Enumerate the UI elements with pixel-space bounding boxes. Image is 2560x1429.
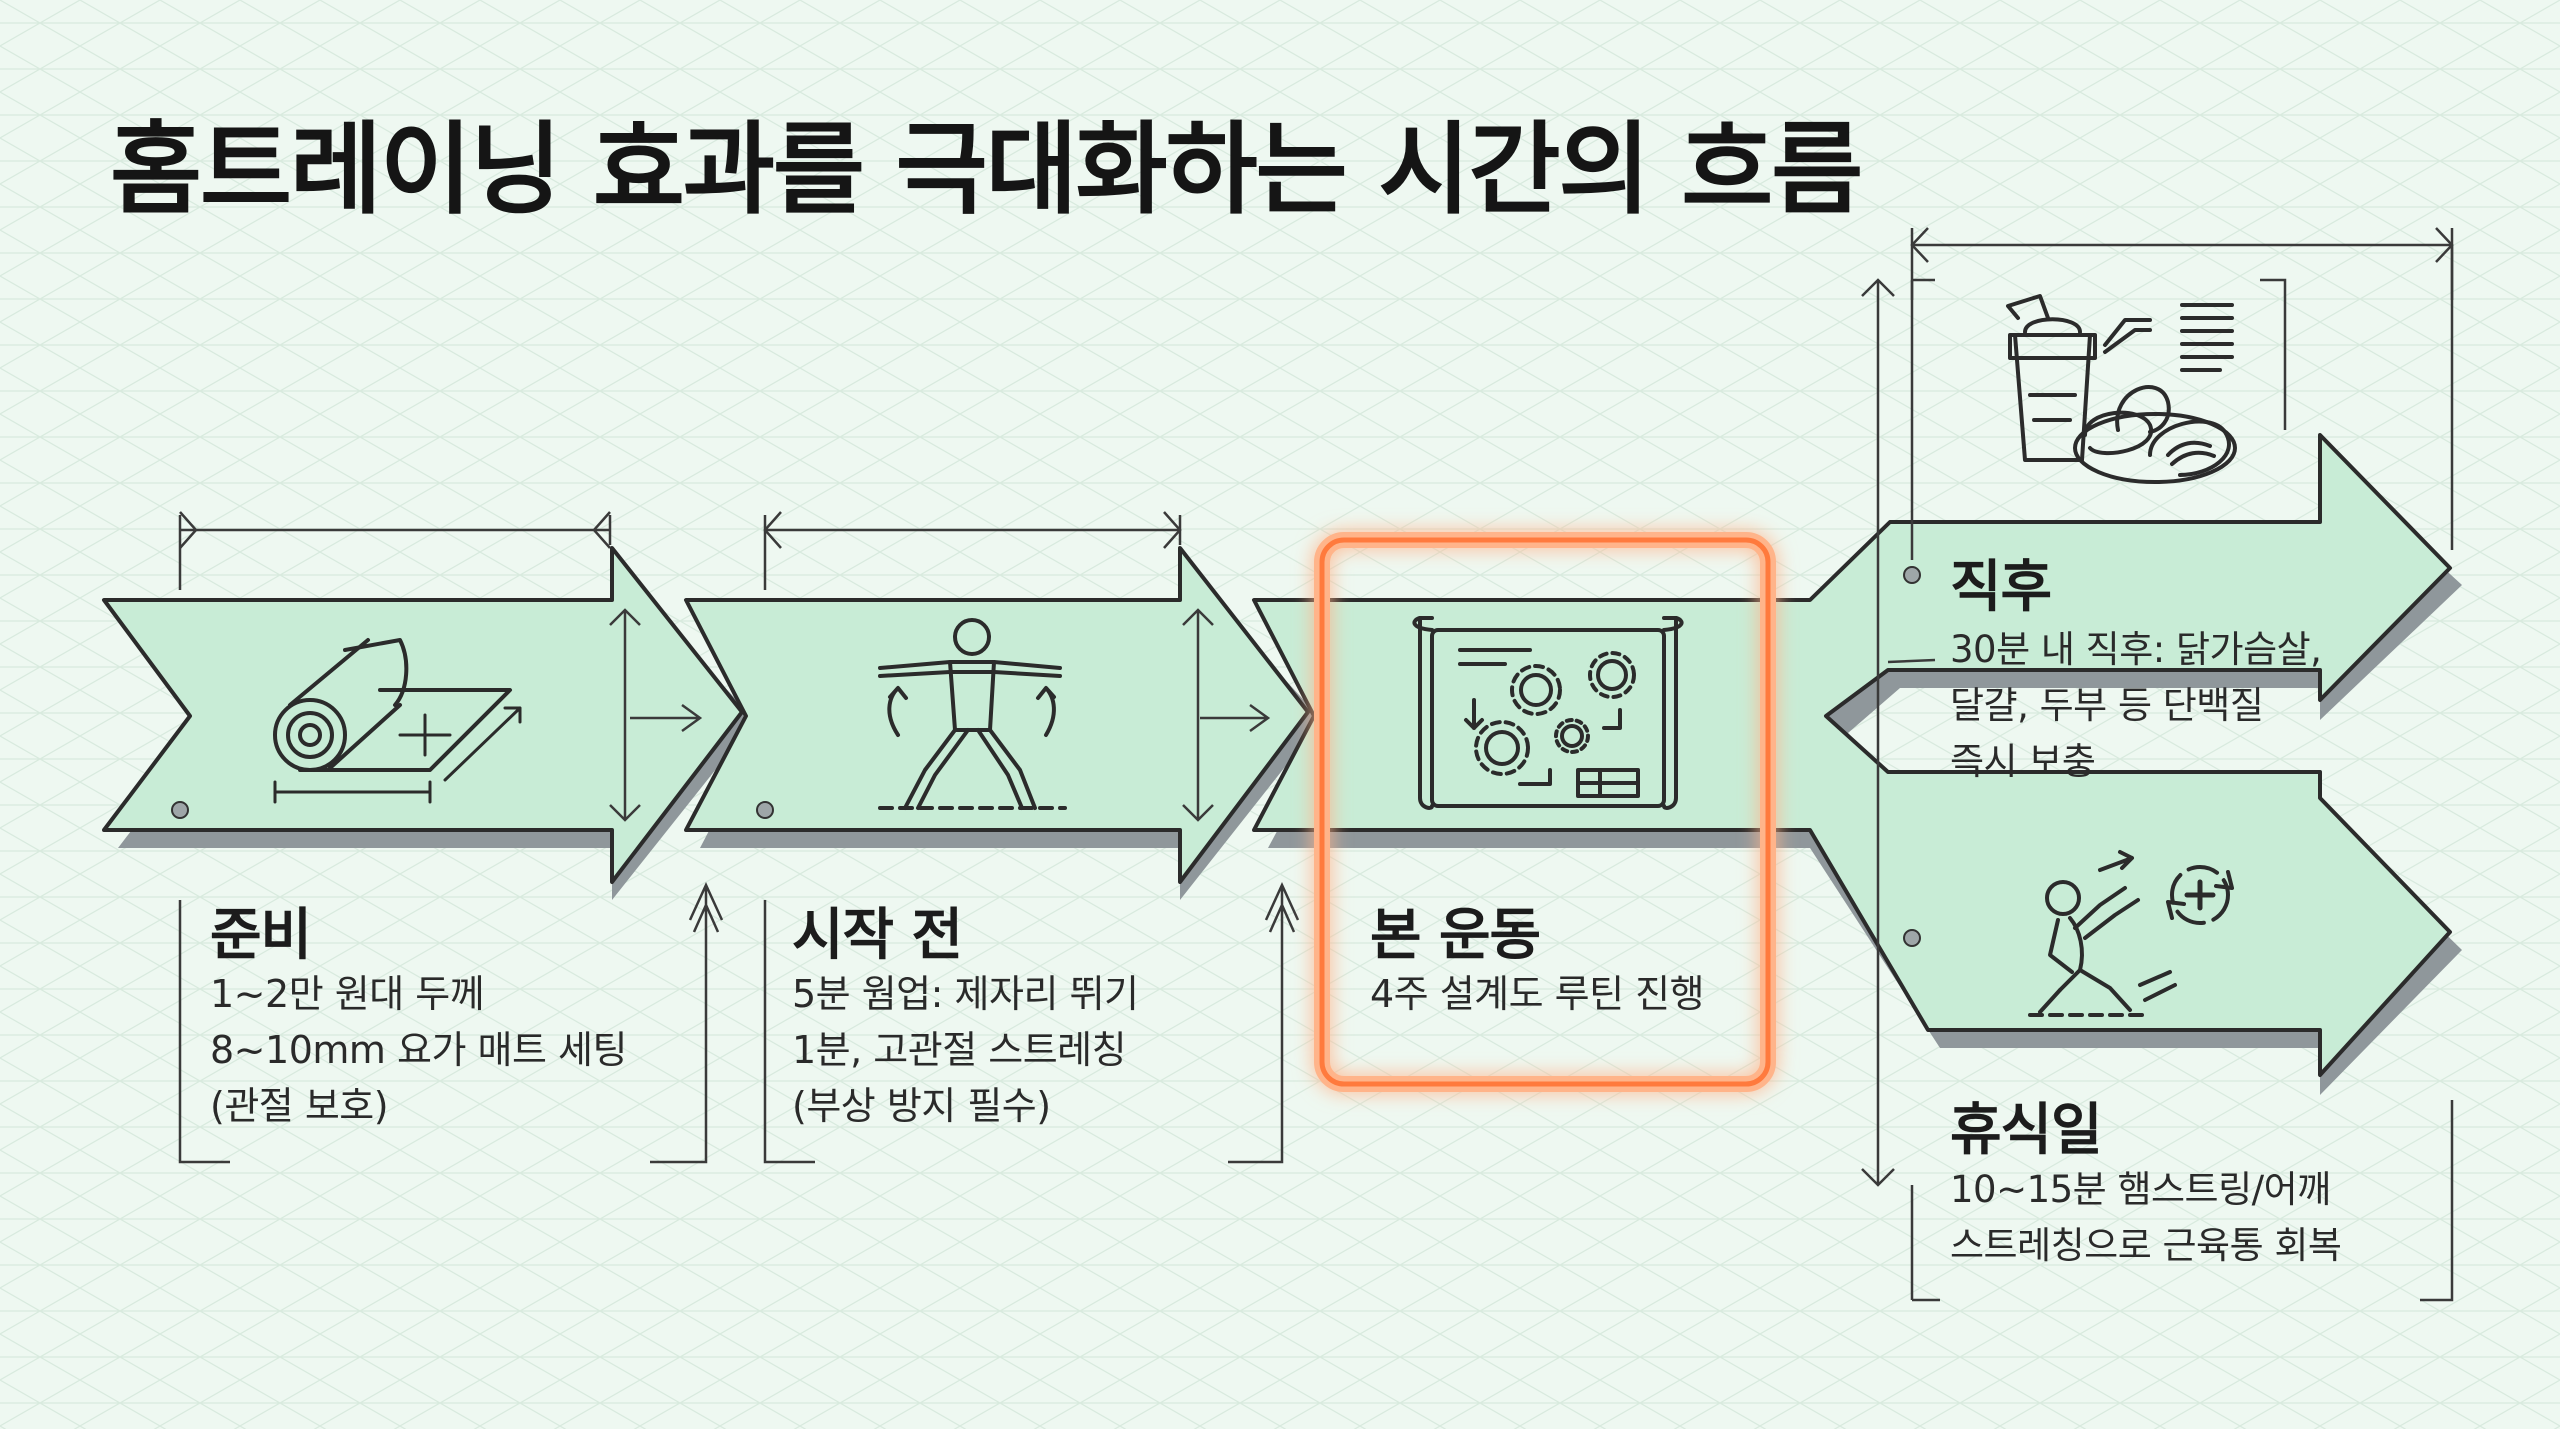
before-description: 5분 웜업: 제자리 뛰기 1분, 고관절 스트레칭 (부상 방지 필수) (792, 966, 1139, 1134)
rivets (171, 566, 1921, 947)
page-title: 홈트레이닝 효과를 극대화하는 시간의 흐름 (110, 111, 1863, 228)
rest-heading: 휴식일 (1950, 1098, 2103, 1163)
arrow-prep (102, 546, 755, 900)
warmup-stretch-figure-icon (878, 618, 1067, 810)
after-description: 30분 내 직후: 닭가슴살, 달걀, 두부 등 단백질 즉시 보충 (1950, 622, 2322, 790)
dimension-lines (178, 227, 2454, 1302)
prep-heading: 준비 (210, 903, 312, 968)
before-heading: 시작 전 (792, 903, 963, 968)
rolled-yoga-mat-icon (273, 638, 522, 804)
prep-line: (관절 보호) (210, 1084, 389, 1128)
rest-description: 10~15분 햄스트링/어깨 스트레칭으로 근육통 회복 (1950, 1162, 2342, 1274)
after-line: 달걀, 두부 등 단백질 (1950, 684, 2264, 727)
rest-line: 10~15분 햄스트링/어깨 (1950, 1168, 2331, 1211)
recovery-stretch-icon (2028, 850, 2234, 1017)
main-line: 4주 설계도 루틴 진행 (1370, 972, 1705, 1016)
main-heading: 본 운동 (1370, 903, 1541, 968)
after-line: 즉시 보충 (1950, 740, 2096, 783)
after-line: 30분 내 직후: 닭가슴살, (1950, 628, 2322, 671)
protein-shake-food-icon (2006, 294, 2237, 484)
prep-line: 8~10mm 요가 매트 세팅 (210, 1028, 627, 1072)
after-heading: 직후 (1950, 555, 2052, 620)
before-line: 1분, 고관절 스트레칭 (792, 1028, 1127, 1072)
rest-line: 스트레칭으로 근육통 회복 (1950, 1224, 2342, 1267)
before-line: (부상 방지 필수) (792, 1084, 1051, 1128)
before-line: 5분 웜업: 제자리 뛰기 (792, 972, 1139, 1016)
prep-description: 1~2만 원대 두께 8~10mm 요가 매트 세팅 (관절 보호) (210, 966, 627, 1134)
arrow-main (1252, 433, 2462, 1095)
main-description: 4주 설계도 루틴 진행 (1370, 966, 1705, 1022)
arrow-before (684, 546, 1322, 900)
prep-line: 1~2만 원대 두께 (210, 972, 485, 1016)
blueprint-gears-icon (1412, 616, 1684, 810)
